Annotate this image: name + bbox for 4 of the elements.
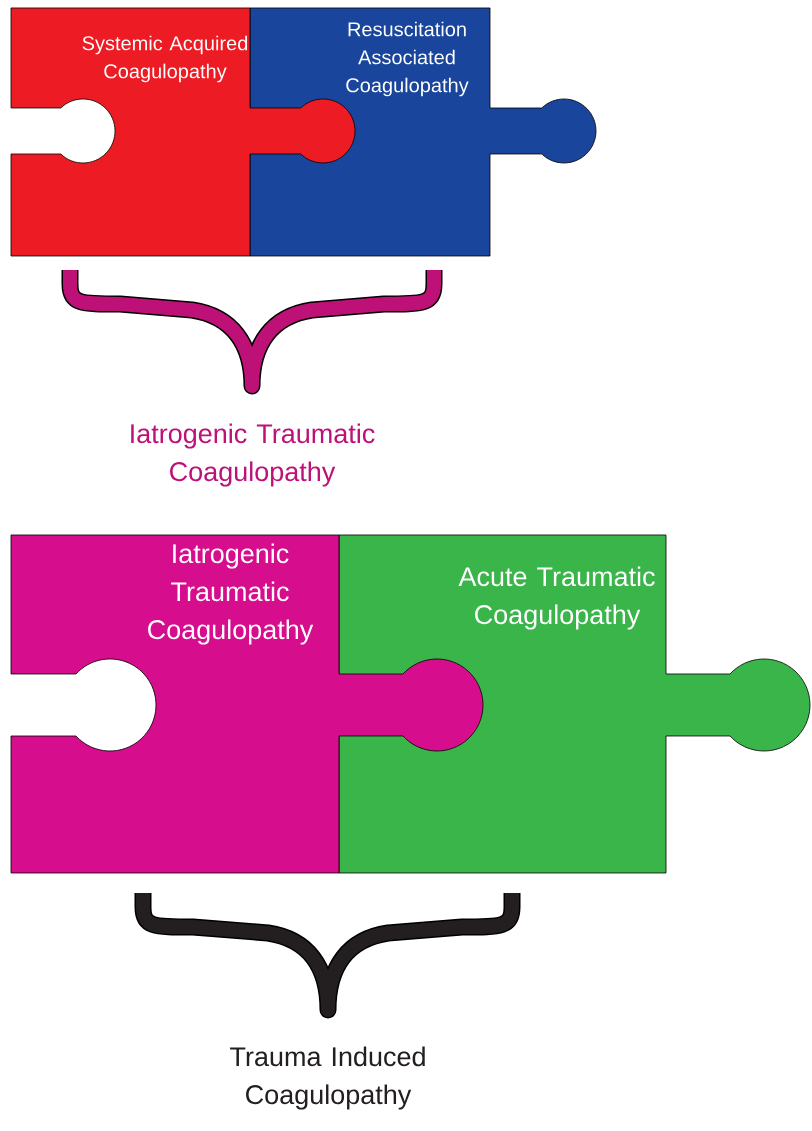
- puzzle-piece: Acute Traumatic Coagulopathy: [338, 534, 811, 874]
- puzzle-piece: Resuscitation Associated Coagulopathy: [249, 7, 597, 257]
- brace-label: Iatrogenic Traumatic Coagulopathy: [131, 423, 375, 487]
- brace-label: Trauma Induced Coagulopathy: [230, 1046, 425, 1110]
